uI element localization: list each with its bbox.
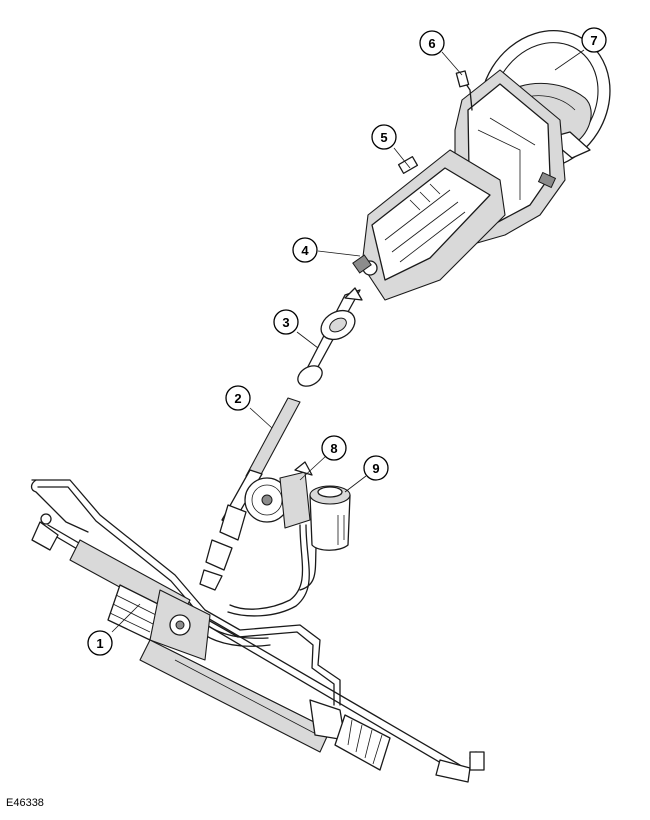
leader-lines — [111, 49, 585, 633]
svg-text:2: 2 — [234, 391, 241, 406]
ignition-lead — [455, 70, 473, 111]
callout-9: 9 — [363, 455, 389, 481]
steering-rack — [31, 513, 485, 783]
callout-3: 3 — [273, 309, 299, 335]
svg-text:6: 6 — [428, 36, 435, 51]
svg-text:7: 7 — [590, 33, 597, 48]
svg-text:1: 1 — [96, 636, 103, 651]
svg-text:8: 8 — [330, 441, 337, 456]
steering-column — [352, 149, 506, 301]
callout-1: 1 — [87, 630, 113, 656]
hoses — [30, 479, 341, 706]
callout-8: 8 — [321, 435, 347, 461]
callout-6: 6 — [419, 30, 445, 56]
svg-text:3: 3 — [282, 315, 289, 330]
intermediate-shaft — [297, 287, 363, 387]
power-steering-pump — [244, 461, 313, 529]
figure-id: E46338 — [6, 797, 44, 809]
callout-7: 7 — [581, 27, 607, 53]
svg-text:4: 4 — [301, 243, 309, 258]
fluid-reservoir — [309, 485, 351, 551]
svg-text:5: 5 — [380, 130, 387, 145]
svg-text:9: 9 — [372, 461, 379, 476]
callout-4: 4 — [292, 237, 318, 263]
callout-2: 2 — [225, 385, 251, 411]
callout-5: 5 — [371, 124, 397, 150]
